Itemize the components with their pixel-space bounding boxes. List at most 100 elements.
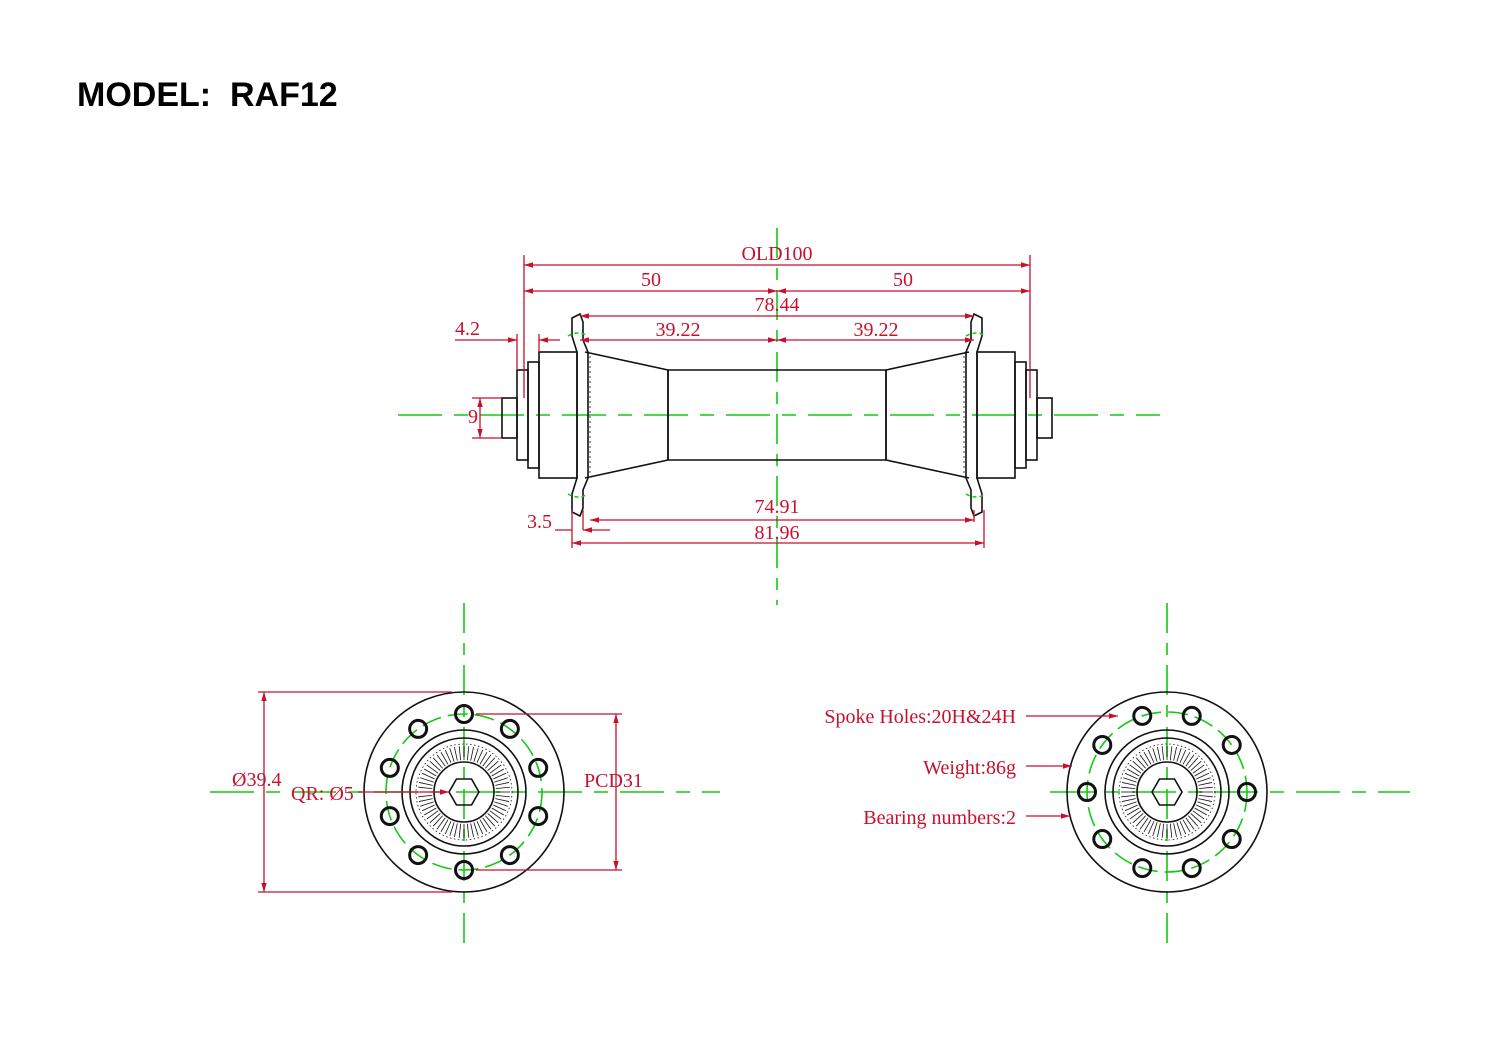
ratchet-tooth <box>1129 810 1142 820</box>
ratchet-tooth <box>1173 823 1177 838</box>
ratchet-tooth <box>440 751 449 765</box>
ratchet-tooth <box>1121 798 1136 802</box>
spoke-hole <box>528 757 549 778</box>
ratchet-tooth <box>1126 768 1140 777</box>
ratchet-tooth <box>1139 754 1149 767</box>
model-prefix: MODEL: <box>77 76 212 114</box>
ratchet-tooth <box>487 813 499 824</box>
ratchet-tooth <box>426 764 439 774</box>
ratchet-tooth <box>1190 813 1202 824</box>
ratchet-tooth <box>1182 751 1191 765</box>
ratchet-tooth <box>485 815 496 827</box>
ratchet-tooth <box>1135 757 1146 769</box>
ratchet-tooth <box>1121 794 1136 798</box>
ratchet-tooth <box>1169 746 1173 761</box>
front-view-left: Ø39.4 QR: Ø5 PCD31 <box>210 603 720 945</box>
ratchet-tooth <box>1121 786 1136 790</box>
ratchet-tooth <box>1143 751 1152 765</box>
ratchet-tooth <box>449 822 455 836</box>
spoke-hole <box>379 757 400 778</box>
ratchet-tooth <box>1192 810 1205 820</box>
ratchet-tooth <box>1197 777 1211 783</box>
ratchet-tooth <box>1194 768 1208 777</box>
ratchet-tooth <box>473 822 479 836</box>
ratchet-tooth <box>1194 807 1208 816</box>
ratchet-tooth <box>1185 754 1195 767</box>
ratchet-tooth <box>1143 819 1152 833</box>
spoke-hole <box>1237 782 1257 802</box>
dim-old: OLD100 <box>741 243 812 265</box>
spoke-hole <box>1077 782 1097 802</box>
ratchet-tooth <box>1157 823 1161 838</box>
ratchet-tooth <box>1179 749 1187 763</box>
dim-pcd: PCD31 <box>584 770 643 792</box>
ratchet-tooth <box>432 815 443 827</box>
spoke-hole <box>1181 705 1202 726</box>
ratchet-tooth <box>1126 807 1140 816</box>
ratchet-tooth <box>1176 822 1182 836</box>
ratchet-tooth <box>420 777 434 783</box>
ratchet-tooth <box>1152 748 1158 762</box>
ratchet-tooth <box>440 819 449 833</box>
ratchet-tooth <box>470 823 474 838</box>
ratchet-tooth <box>1124 804 1138 812</box>
ratchet-tooth <box>495 798 510 802</box>
spoke-hole <box>499 718 520 739</box>
ratchet-tooth <box>1161 746 1165 761</box>
spoke-hole <box>408 718 429 739</box>
spoke-hole <box>454 860 474 880</box>
ratchet-tooth <box>1157 746 1161 761</box>
ratchet-tooth <box>454 823 458 838</box>
ratchet-tooth <box>479 751 488 765</box>
ratchet-tooth <box>458 746 462 761</box>
ratchet-tooth <box>476 821 484 835</box>
ratchet-tooth <box>466 746 470 761</box>
ratchet-tooth <box>1169 823 1173 838</box>
ratchet-tooth <box>1121 782 1136 786</box>
ratchet-tooth <box>1196 804 1210 812</box>
spoke-hole <box>1132 858 1153 879</box>
side-view: OLD100 50 50 78.44 39.22 39.22 4.2 9 3.5… <box>398 228 1160 605</box>
ratchet-tooth <box>493 804 507 812</box>
spoke-hole <box>1132 705 1153 726</box>
ratchet-tooth <box>421 804 435 812</box>
ratchet-tooth <box>1152 822 1158 836</box>
ratchet-tooth <box>482 817 492 830</box>
dim-qr: QR: Ø5 <box>291 783 354 805</box>
ratchet-tooth <box>1198 782 1213 786</box>
ratchet-tooth <box>479 819 488 833</box>
spec-bearings: Bearing numbers:2 <box>863 807 1016 829</box>
spoke-hole <box>1221 829 1242 850</box>
ratchet-tooth <box>1176 748 1182 762</box>
ratchet-tooth <box>418 786 433 790</box>
ratchet-tooth <box>436 754 446 767</box>
dim-flange-thickness: 3.5 <box>527 511 552 533</box>
ratchet-tooth <box>421 772 435 780</box>
dim-flange-half-right: 39.22 <box>854 319 899 341</box>
ratchet-tooth <box>1190 760 1202 771</box>
ratchet-tooth <box>1147 749 1155 763</box>
ratchet-tooth <box>1135 815 1146 827</box>
spoke-hole <box>1092 734 1113 755</box>
dim-half-left: 50 <box>641 269 661 291</box>
ratchet-tooth <box>1188 815 1199 827</box>
ratchet-tooth <box>418 794 433 798</box>
ratchet-tooth <box>1198 786 1213 790</box>
ratchet-tooth <box>1161 823 1165 838</box>
ratchet-tooth <box>429 813 441 824</box>
dim-inner-span: 74.91 <box>755 496 800 518</box>
dim-flange-span: 78.44 <box>755 294 800 316</box>
ratchet-tooth <box>449 748 455 762</box>
ratchet-tooth <box>436 817 446 830</box>
spec-spoke-holes: Spoke Holes:20H&24H <box>824 706 1016 728</box>
ratchet-tooth <box>420 801 434 807</box>
ratchet-tooth <box>1197 801 1211 807</box>
ratchet-tooth <box>444 821 452 835</box>
spoke-hole <box>499 845 520 866</box>
ratchet-tooth <box>487 760 499 771</box>
ratchet-tooth <box>1198 794 1213 798</box>
model-name: RAF12 <box>230 76 338 114</box>
ratchet-tooth <box>1179 821 1187 835</box>
dim-outer-span: 81.96 <box>755 522 800 544</box>
